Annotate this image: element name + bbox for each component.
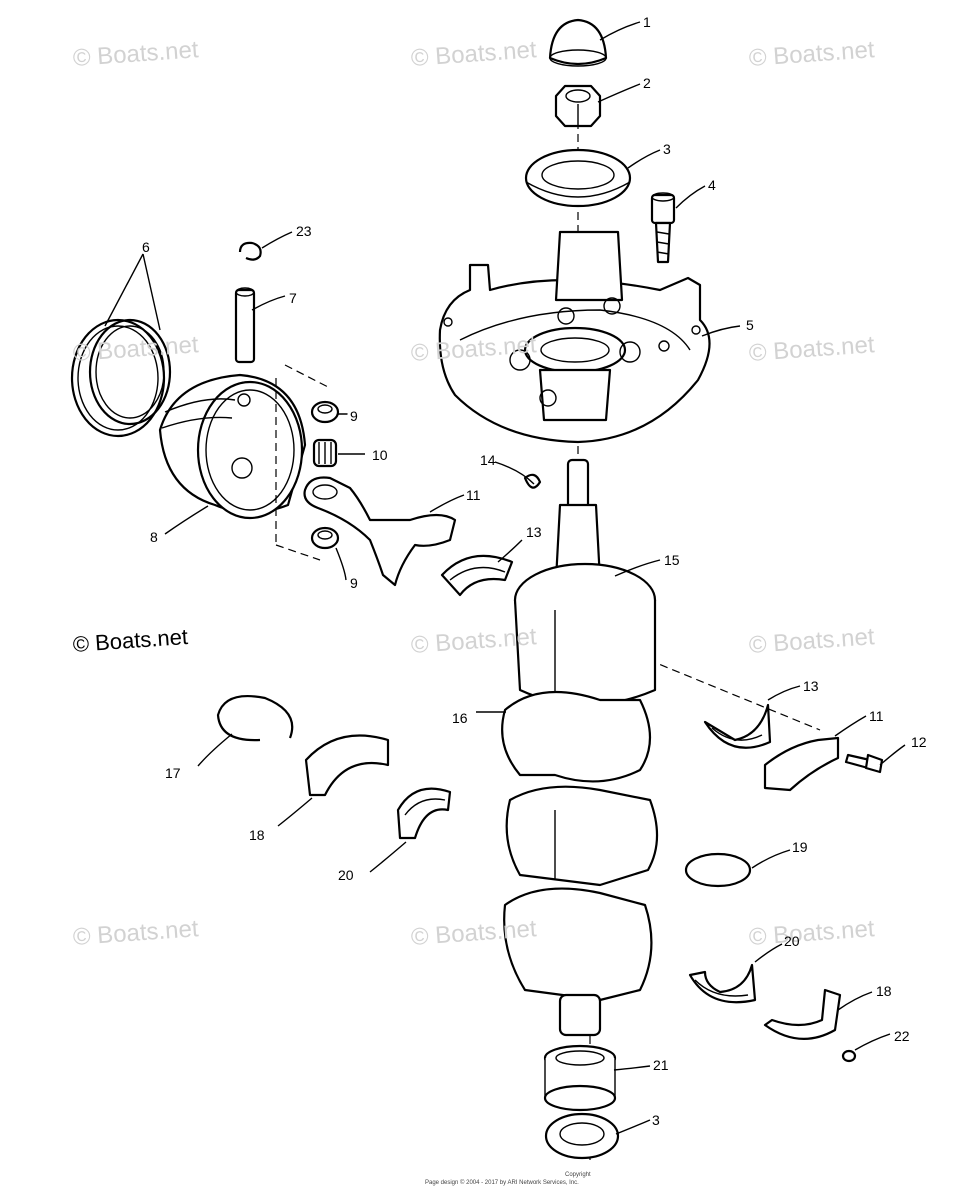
part-4-bolt — [650, 192, 676, 264]
part-23-clip — [238, 241, 262, 261]
part-14-key — [523, 473, 542, 489]
part-16-crankshaft — [501, 458, 659, 1037]
part-3-seal-bottom — [544, 1112, 620, 1160]
callout-13-lower: 13 — [803, 678, 819, 694]
callout-16: 16 — [452, 710, 468, 726]
callout-20-left: 20 — [338, 867, 354, 883]
part-11-connecting-rod — [303, 476, 457, 587]
part-12-rod-bolt — [844, 753, 884, 774]
callout-12: 12 — [911, 734, 927, 750]
part-9-washer-bottom — [310, 526, 340, 550]
assembly-bracket — [275, 364, 331, 561]
callout-21: 21 — [653, 1057, 669, 1073]
callout-18-right: 18 — [876, 983, 892, 999]
callout-5: 5 — [746, 317, 754, 333]
part-3-seal-top — [524, 148, 632, 208]
callout-11-upper: 11 — [466, 487, 481, 503]
part-11-rod-cap — [763, 736, 840, 792]
callout-13-upper: 13 — [526, 524, 542, 540]
part-22-dowel-pin — [841, 1049, 857, 1063]
callout-9-bottom: 9 — [350, 575, 358, 591]
footer-page-design: Page design © 2004 - 2017 by ARI Network… — [425, 1180, 579, 1186]
callout-18-left: 18 — [249, 827, 265, 843]
callout-3-bottom: 3 — [652, 1112, 660, 1128]
part-19-ring-right — [684, 852, 752, 888]
callout-14: 14 — [480, 452, 496, 468]
part-5-bearing-housing — [438, 230, 711, 444]
callout-9-top: 9 — [350, 408, 358, 424]
callout-20-right: 20 — [784, 933, 800, 949]
part-20-bearing-cage-left — [396, 787, 452, 840]
part-2-nut — [554, 84, 602, 128]
part-18-bearing-shell-left — [304, 734, 390, 797]
callout-19: 19 — [792, 839, 808, 855]
callout-4: 4 — [708, 177, 716, 193]
callout-17: 17 — [165, 765, 181, 781]
part-10-needle-bearing — [312, 438, 338, 468]
footer-copyright: Copyright — [565, 1172, 591, 1178]
callout-8: 8 — [150, 529, 158, 545]
part-13-bearing-lower — [703, 703, 772, 749]
part-13-bearing-upper — [440, 554, 514, 597]
part-20-bearing-cage-right — [688, 963, 757, 1004]
callout-15: 15 — [664, 552, 680, 568]
part-9-washer-top — [310, 400, 340, 424]
part-1-cap — [548, 18, 608, 67]
part-7-wrist-pin — [234, 287, 256, 364]
callout-2: 2 — [643, 75, 651, 91]
callout-10: 10 — [372, 447, 388, 463]
part-21-roller-bearing — [543, 1044, 617, 1112]
callout-23: 23 — [296, 223, 312, 239]
part-18-bearing-shell-right — [763, 988, 842, 1040]
callout-3: 3 — [663, 141, 671, 157]
leader-lines — [104, 21, 906, 1135]
callout-11-lower: 11 — [869, 708, 884, 724]
part-17-retaining-ring — [216, 694, 294, 742]
callout-22: 22 — [894, 1028, 910, 1044]
callout-1: 1 — [643, 14, 651, 30]
part-8-piston — [158, 373, 307, 520]
part-6-piston-rings — [70, 318, 172, 438]
callout-7: 7 — [289, 290, 297, 306]
callout-6: 6 — [142, 239, 150, 255]
